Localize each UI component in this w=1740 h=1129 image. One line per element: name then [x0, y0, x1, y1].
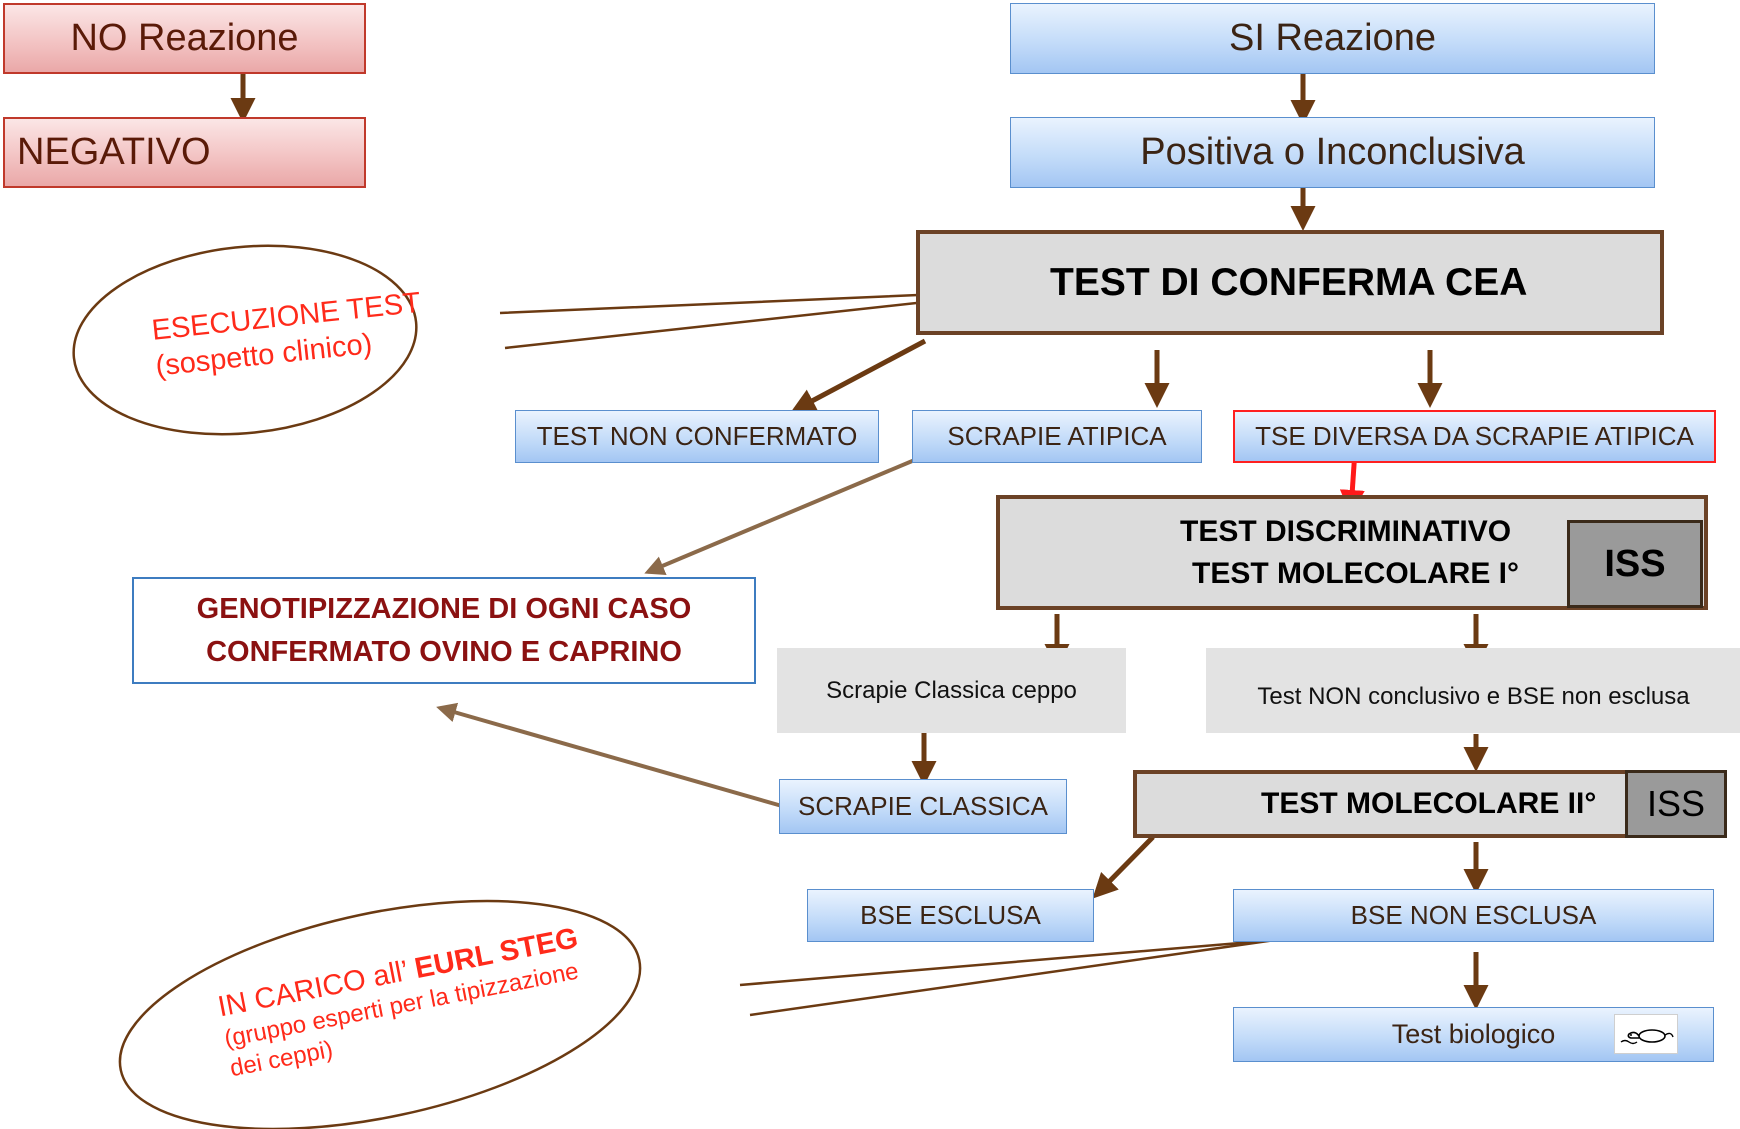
genotipizzazione-line2: CONFERMATO OVINO E CAPRINO: [206, 635, 682, 668]
test-non-conclusivo-label: Test NON conclusivo e BSE non esclusa: [1257, 682, 1690, 710]
arrow-cea-to-non-confermato: [790, 338, 927, 413]
scrapie-atipica-label: SCRAPIE ATIPICA: [947, 421, 1167, 451]
genotipizzazione-box: GENOTIPIZZAZIONE DI OGNI CASO CONFERMATO…: [132, 577, 756, 684]
scrapie-classica-ceppo-label: Scrapie Classica ceppo: [826, 676, 1077, 704]
iss-badge-2-label: ISS: [1646, 783, 1706, 824]
test-non-conclusivo-box: Test NON conclusivo e BSE non esclusa: [1206, 648, 1740, 733]
flow-arrows: [230, 74, 1489, 1010]
scrapie-atipica-box: SCRAPIE ATIPICA: [912, 410, 1202, 463]
positiva-label: Positiva o Inconclusiva: [1140, 131, 1525, 173]
scrapie-classica-ceppo-box: Scrapie Classica ceppo: [777, 648, 1126, 733]
test-biologico-label: Test biologico: [1391, 1019, 1556, 1049]
arrow-atipica-to-geno: [644, 457, 918, 576]
test-conferma-cea-label: TEST DI CONFERMA CEA: [1050, 260, 1528, 304]
tse-diversa-label: TSE DIVERSA DA SCRAPIE ATIPICA: [1255, 421, 1694, 451]
bse-esclusa-box: BSE ESCLUSA: [807, 889, 1094, 942]
tse-diversa-box: TSE DIVERSA DA SCRAPIE ATIPICA: [1233, 410, 1716, 463]
arrow-mol2-to-bse-esclusa: [1092, 835, 1155, 899]
iss-badge-1-label: ISS: [1604, 542, 1666, 585]
bse-non-esclusa-label: BSE NON ESCLUSA: [1350, 900, 1597, 930]
iss-badge-1: ISS: [1567, 520, 1703, 608]
arrow-classica-to-geno: [436, 702, 783, 808]
test-conferma-cea-box: TEST DI CONFERMA CEA: [916, 230, 1664, 335]
bse-non-esclusa-box: BSE NON ESCLUSA: [1233, 889, 1714, 942]
test-molecolare-2-label: TEST MOLECOLARE II°: [1261, 787, 1597, 820]
scrapie-classica-box: SCRAPIE CLASSICA: [779, 779, 1067, 834]
negativo-box: NEGATIVO: [3, 117, 366, 188]
no-reazione-label: NO Reazione: [70, 17, 299, 59]
genotipizzazione-line1: GENOTIPIZZAZIONE DI OGNI CASO: [196, 593, 692, 626]
mouse-icon: [1614, 1014, 1678, 1054]
callout-eurl-bubble: [118, 899, 1276, 1129]
bse-esclusa-label: BSE ESCLUSA: [860, 900, 1041, 930]
iss-badge-2: ISS: [1625, 770, 1727, 838]
scrapie-classica-label: SCRAPIE CLASSICA: [798, 791, 1048, 821]
callout-esecuzione-bubble: [72, 244, 1036, 436]
test-discriminativo-label: TEST DISCRIMINATIVO: [1180, 514, 1512, 548]
positiva-box: Positiva o Inconclusiva: [1010, 117, 1655, 188]
test-non-confermato-box: TEST NON CONFERMATO: [515, 410, 879, 463]
no-reazione-box: NO Reazione: [3, 3, 366, 74]
si-reazione-box: SI Reazione: [1010, 3, 1655, 74]
si-reazione-label: SI Reazione: [1228, 17, 1436, 59]
geno-arrows: [436, 457, 918, 808]
test-non-confermato-label: TEST NON CONFERMATO: [536, 421, 858, 451]
negativo-label: NEGATIVO: [17, 131, 211, 173]
test-molecolare-1-label: TEST MOLECOLARE I°: [1192, 556, 1519, 590]
